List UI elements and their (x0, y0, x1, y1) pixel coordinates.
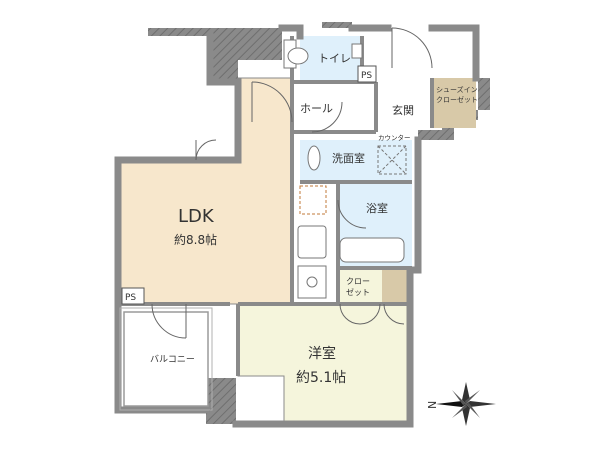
closet-label-line1: クロー (346, 277, 370, 286)
shoes-closet-label-line1: シューズイン (436, 85, 478, 94)
entrance-label: 玄関 (392, 103, 414, 117)
ps-top-label: PS (361, 71, 372, 81)
ldk-floor (117, 77, 293, 305)
closet-shelf (382, 270, 410, 304)
shoes-closet-floor (432, 78, 476, 128)
fixtures (283, 39, 407, 299)
bathtub-icon (339, 237, 405, 263)
ldk-size-label: 約8.8帖 (174, 232, 217, 247)
structural-wall-bottom-left (206, 378, 236, 424)
western-room-label: 洋室 (308, 345, 336, 362)
western-room-floor (237, 303, 411, 425)
hall-label: ホール (300, 102, 333, 115)
toilet-bowl-icon (287, 47, 309, 65)
doors (151, 27, 433, 339)
closet-floor (340, 270, 382, 304)
washroom-label: 洗面室 (332, 151, 365, 165)
toilet-sink (351, 43, 363, 59)
toilet-label: トイレ (318, 52, 351, 65)
compass-icon (436, 382, 496, 426)
western-room-size-label: 約5.1帖 (296, 370, 346, 386)
counter-label: カウンター (378, 133, 411, 142)
balcony-outline (123, 311, 209, 407)
ps-left-label: PS (125, 293, 136, 303)
ps-box-top (357, 65, 377, 83)
structural-wall-right (322, 22, 352, 28)
balcony-label: バルコニー (150, 354, 195, 365)
washer-space (377, 145, 407, 175)
bathroom-label: 浴室 (366, 201, 388, 215)
balcony-rail (119, 307, 213, 411)
fridge-space (299, 185, 327, 215)
ldk-label: LDK (178, 206, 215, 227)
washbasin-icon (307, 145, 321, 171)
structural-wall-top-left (148, 28, 282, 82)
ps-box-left (121, 287, 145, 305)
shoes-closet-label-line2: クローゼット (436, 95, 478, 104)
compass-north-label: N (426, 401, 439, 409)
closet-label-line2: ゼット (346, 287, 370, 297)
kitchen-sink-icon (297, 225, 327, 259)
